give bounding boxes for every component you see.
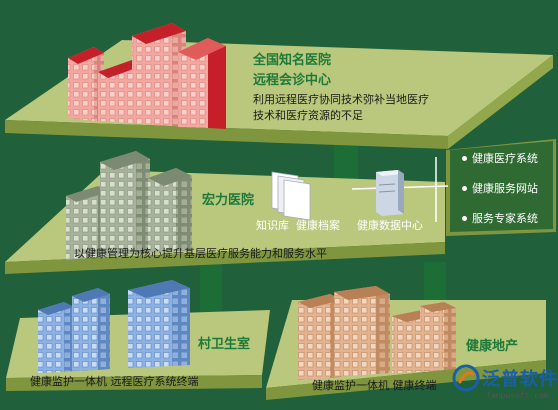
top-tier-desc-line2: 技术和医疗资源的不足 — [253, 109, 363, 122]
fanpusoft-logo: 泛普软件 fanpusoft.com — [452, 362, 558, 408]
pink-hospital-building — [68, 23, 226, 129]
bottom-right-desc: 健康监护一体机 健康终端 — [312, 379, 437, 392]
middle-item-datacenter: 健康数据中心 — [357, 219, 423, 232]
data-server-icon — [376, 170, 404, 216]
side-panel-item-1: 健康医疗系统 — [472, 152, 538, 165]
bullet-dot-3 — [462, 216, 467, 221]
grey-hospital-building — [66, 151, 192, 260]
top-tier-title-line1: 全国知名医院 — [253, 53, 332, 68]
logo-url: fanpusoft.com — [486, 391, 549, 400]
bullet-dot-2 — [462, 186, 467, 191]
logo-name: 泛普软件 — [482, 369, 558, 390]
knowledge-docs-icon — [271, 171, 311, 221]
middle-tier-desc: 以健康管理为核心提升基层医疗服务能力和服务水平 — [74, 247, 327, 260]
bottom-left-desc: 健康监护一体机 远程医疗系统终端 — [30, 375, 199, 388]
blue-clinic-building — [38, 280, 190, 373]
logo-mark-icon — [452, 364, 480, 392]
side-panel-item-2: 健康服务网站 — [472, 182, 538, 195]
side-panel: 健康医疗系统 健康服务网站 服务专家系统 — [456, 139, 557, 233]
bottom-left-title: 村卫生室 — [198, 337, 251, 352]
tan-residential-building — [298, 286, 456, 380]
side-panel-item-3: 服务专家系统 — [472, 212, 538, 225]
side-panel-box — [351, 139, 556, 236]
top-tier-desc-line1: 利用远程医疗协同技术弥补当地医疗 — [253, 93, 429, 106]
top-tier-title-line2: 远程会诊中心 — [253, 73, 332, 88]
middle-tier-title: 宏力医院 — [202, 193, 255, 208]
bottom-right-title: 健康地产 — [466, 339, 519, 354]
bullet-dot-1 — [462, 156, 467, 161]
middle-item-records: 健康档案 — [296, 219, 340, 232]
middle-item-knowledge: 知识库 — [256, 219, 289, 232]
